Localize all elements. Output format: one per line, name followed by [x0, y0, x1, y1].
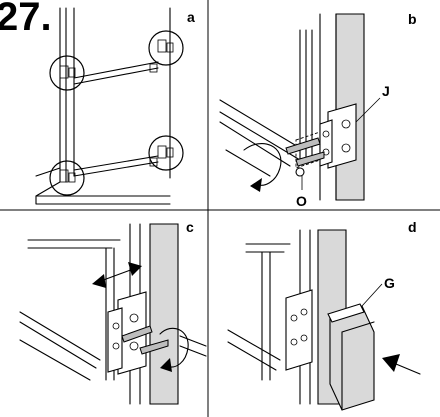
panel-c-label: c — [186, 219, 194, 235]
rotate-arrow-c — [159, 327, 189, 368]
hinge-callout-top-right — [148, 30, 184, 66]
hinge-callout-bottom-right — [148, 135, 184, 171]
callout-o: O — [296, 193, 307, 209]
hinge-plate-d — [285, 289, 313, 371]
push-arrow-d — [395, 363, 421, 375]
panel-a-label: a — [187, 9, 195, 25]
callout-j: J — [382, 83, 390, 99]
step-number: 27. — [0, 0, 52, 39]
panel-c: c — [19, 219, 207, 405]
panel-a: a — [35, 7, 195, 205]
hinge-cover-g — [329, 305, 375, 411]
hinge-callout-bottom-left — [49, 160, 85, 196]
panel-b-label: b — [408, 11, 417, 27]
panel-b: b J O — [219, 11, 417, 209]
pin-o — [285, 137, 321, 155]
rotate-arrow-b — [243, 143, 282, 186]
panel-d: d G — [227, 219, 421, 411]
hinge-callout-top-left — [49, 55, 85, 91]
callout-g: G — [384, 275, 395, 291]
panel-d-label: d — [408, 219, 417, 235]
